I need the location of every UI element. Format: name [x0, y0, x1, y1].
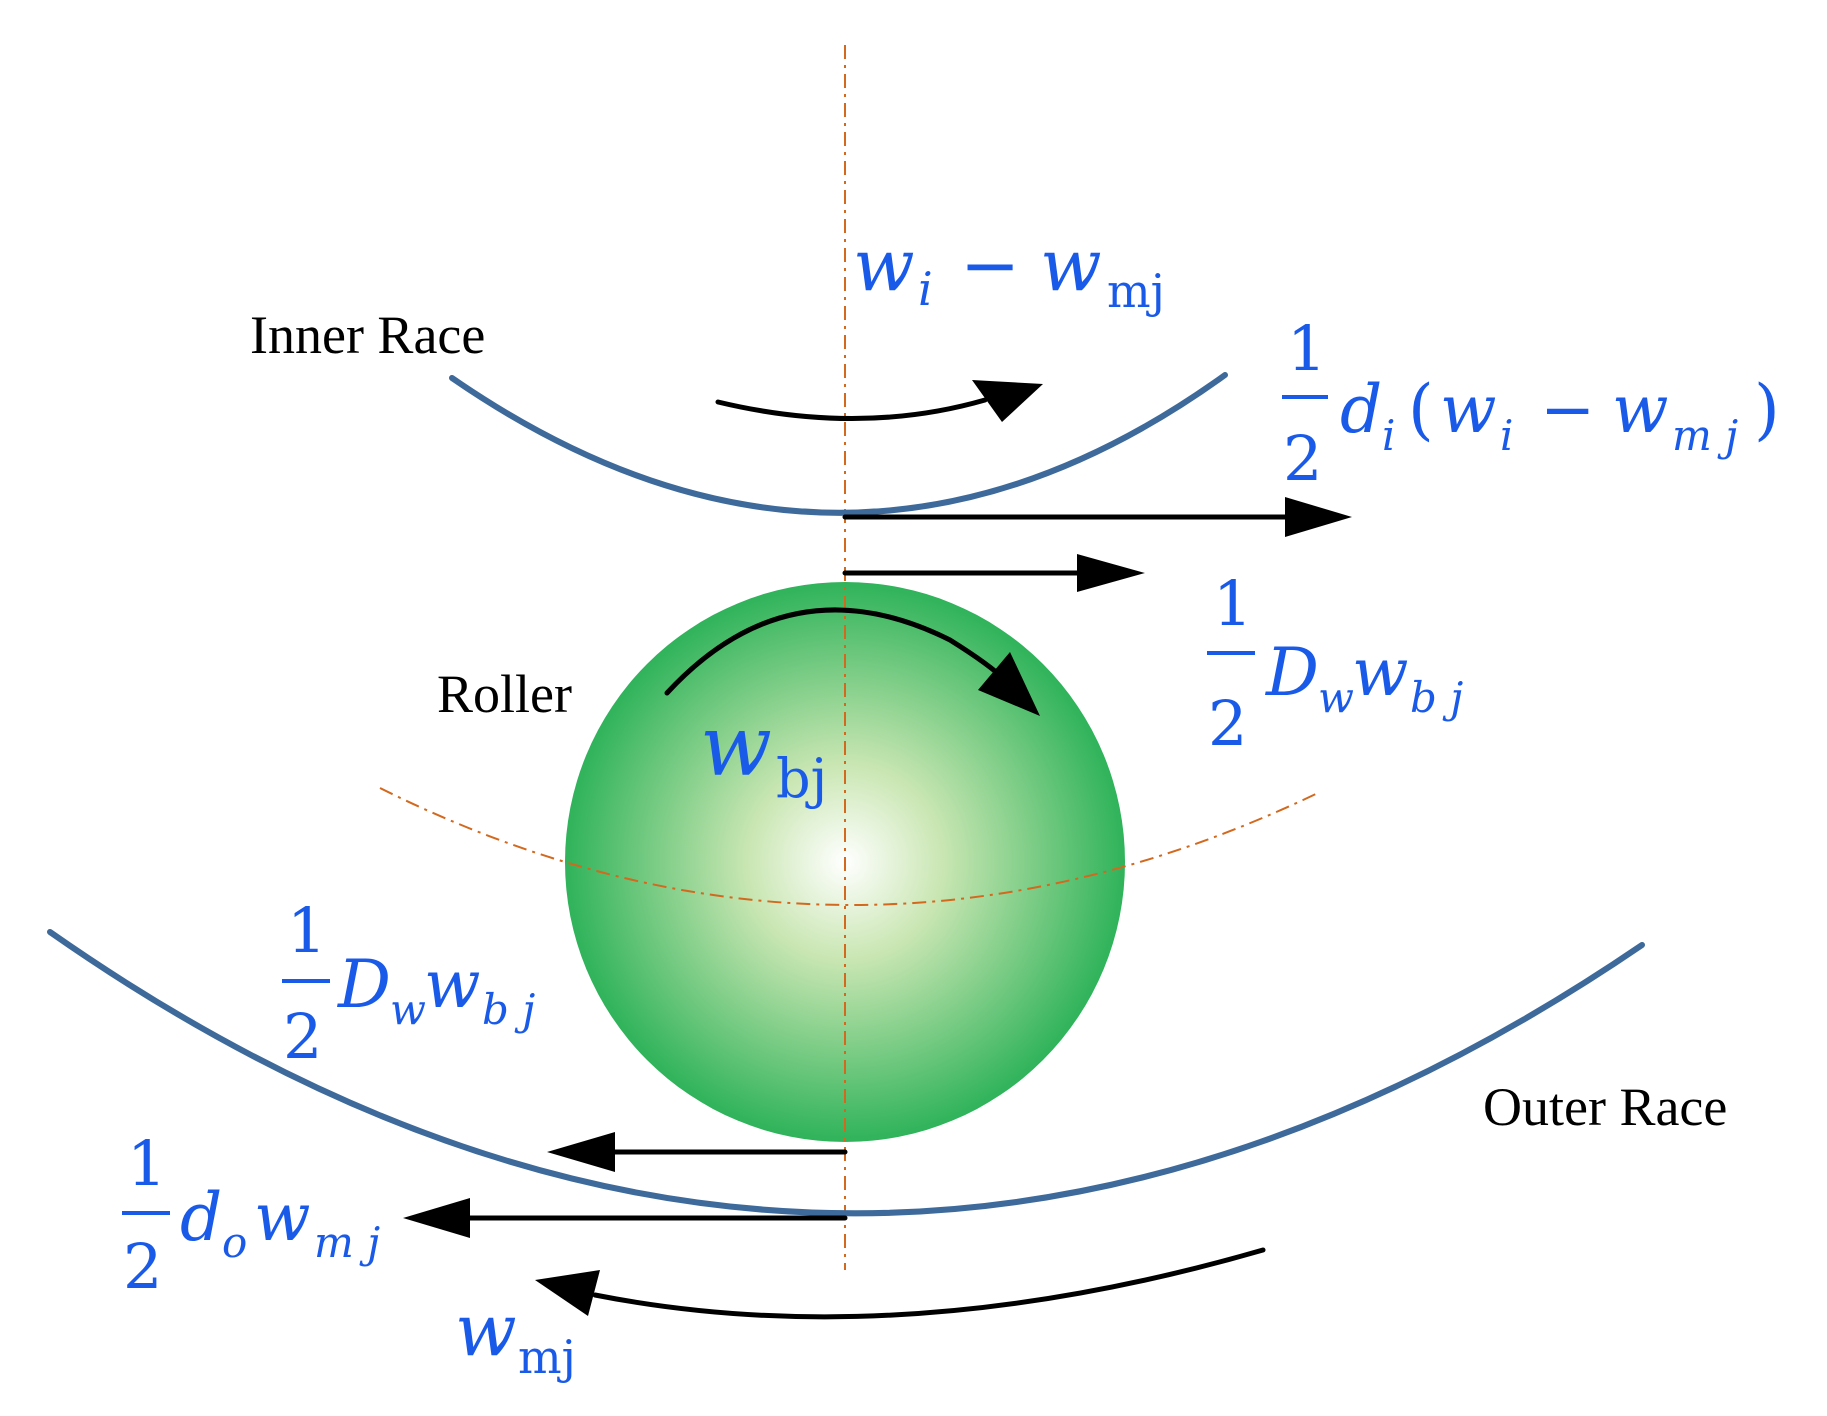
roller-top-velocity-formula: 1 2 D w w b j [1207, 567, 1463, 760]
outer-contact-velocity-formula: 1 2 d o w m j [122, 1127, 380, 1303]
svg-text:1: 1 [1213, 567, 1252, 640]
svg-text:D: D [1265, 634, 1319, 711]
cage-rotation-arrow [592, 1247, 1266, 1320]
roller-top-velocity-arrowhead [1077, 554, 1145, 592]
inner-race-arc [449, 372, 1228, 516]
roller-spin-arrow [664, 607, 1008, 696]
svg-text:b j: b j [482, 985, 535, 1034]
svg-text:mj: mj [1107, 264, 1165, 318]
svg-text:mj: mj [518, 1330, 576, 1384]
top-relative-speed-formula: w i − w mj [853, 223, 1165, 318]
svg-text:1: 1 [1287, 312, 1326, 385]
cage-rotation-arrowhead [535, 1270, 600, 1316]
inner-race-rotation-arrowhead [972, 380, 1043, 422]
svg-text:w: w [390, 985, 426, 1034]
outer-contact-velocity-arrowhead [403, 1198, 470, 1238]
roller-label: Roller [437, 664, 572, 724]
outer-race-arc [47, 929, 1645, 1217]
svg-text:w: w [1440, 371, 1497, 448]
svg-text:i: i [1382, 411, 1395, 460]
svg-text:w: w [700, 697, 772, 795]
roller-bottom-velocity-formula: 1 2 D w w b j [282, 894, 535, 1073]
svg-text:o: o [222, 1218, 247, 1267]
svg-text:w: w [1612, 371, 1669, 448]
svg-text:): ) [1754, 371, 1780, 448]
svg-text:i: i [918, 262, 933, 316]
svg-text:2: 2 [1283, 422, 1322, 495]
svg-text:m j: m j [314, 1218, 380, 1267]
svg-text:d: d [1340, 371, 1382, 448]
roller-spin-formula: w bj [700, 697, 827, 810]
svg-text:2: 2 [1208, 687, 1247, 760]
roller-spin-arrowhead [978, 652, 1040, 716]
svg-text:2: 2 [283, 1000, 322, 1073]
cage-speed-formula: w mj [455, 1288, 576, 1384]
svg-text:w: w [254, 1179, 311, 1256]
svg-text:d: d [180, 1179, 222, 1256]
svg-text:(: ( [1408, 371, 1434, 448]
inner-contact-velocity-formula: 1 2 d i ( w i − w m j ) [1282, 312, 1780, 495]
svg-text:w: w [424, 946, 481, 1023]
svg-text:1: 1 [127, 1127, 166, 1200]
svg-text:2: 2 [123, 1230, 162, 1303]
svg-text:−: − [1540, 371, 1595, 448]
inner-contact-velocity-arrowhead [1285, 497, 1352, 537]
svg-text:w: w [1318, 673, 1354, 722]
pitch-circle-arc [379, 787, 1321, 906]
inner-race-rotation-arrow [715, 397, 988, 421]
inner-race-label: Inner Race [250, 305, 485, 365]
svg-text:b j: b j [1410, 673, 1463, 722]
svg-text:1: 1 [287, 894, 326, 967]
svg-text:w: w [853, 223, 915, 307]
svg-text:D: D [337, 946, 391, 1023]
svg-text:w: w [455, 1288, 517, 1372]
outer-race-label: Outer Race [1483, 1077, 1727, 1137]
svg-text:−: − [960, 223, 1020, 307]
svg-text:m j: m j [1672, 411, 1738, 460]
roller-bottom-velocity-arrowhead [547, 1132, 615, 1172]
svg-text:bj: bj [776, 747, 827, 810]
svg-text:w: w [1040, 223, 1102, 307]
svg-text:w: w [1352, 634, 1409, 711]
svg-text:i: i [1500, 411, 1513, 460]
